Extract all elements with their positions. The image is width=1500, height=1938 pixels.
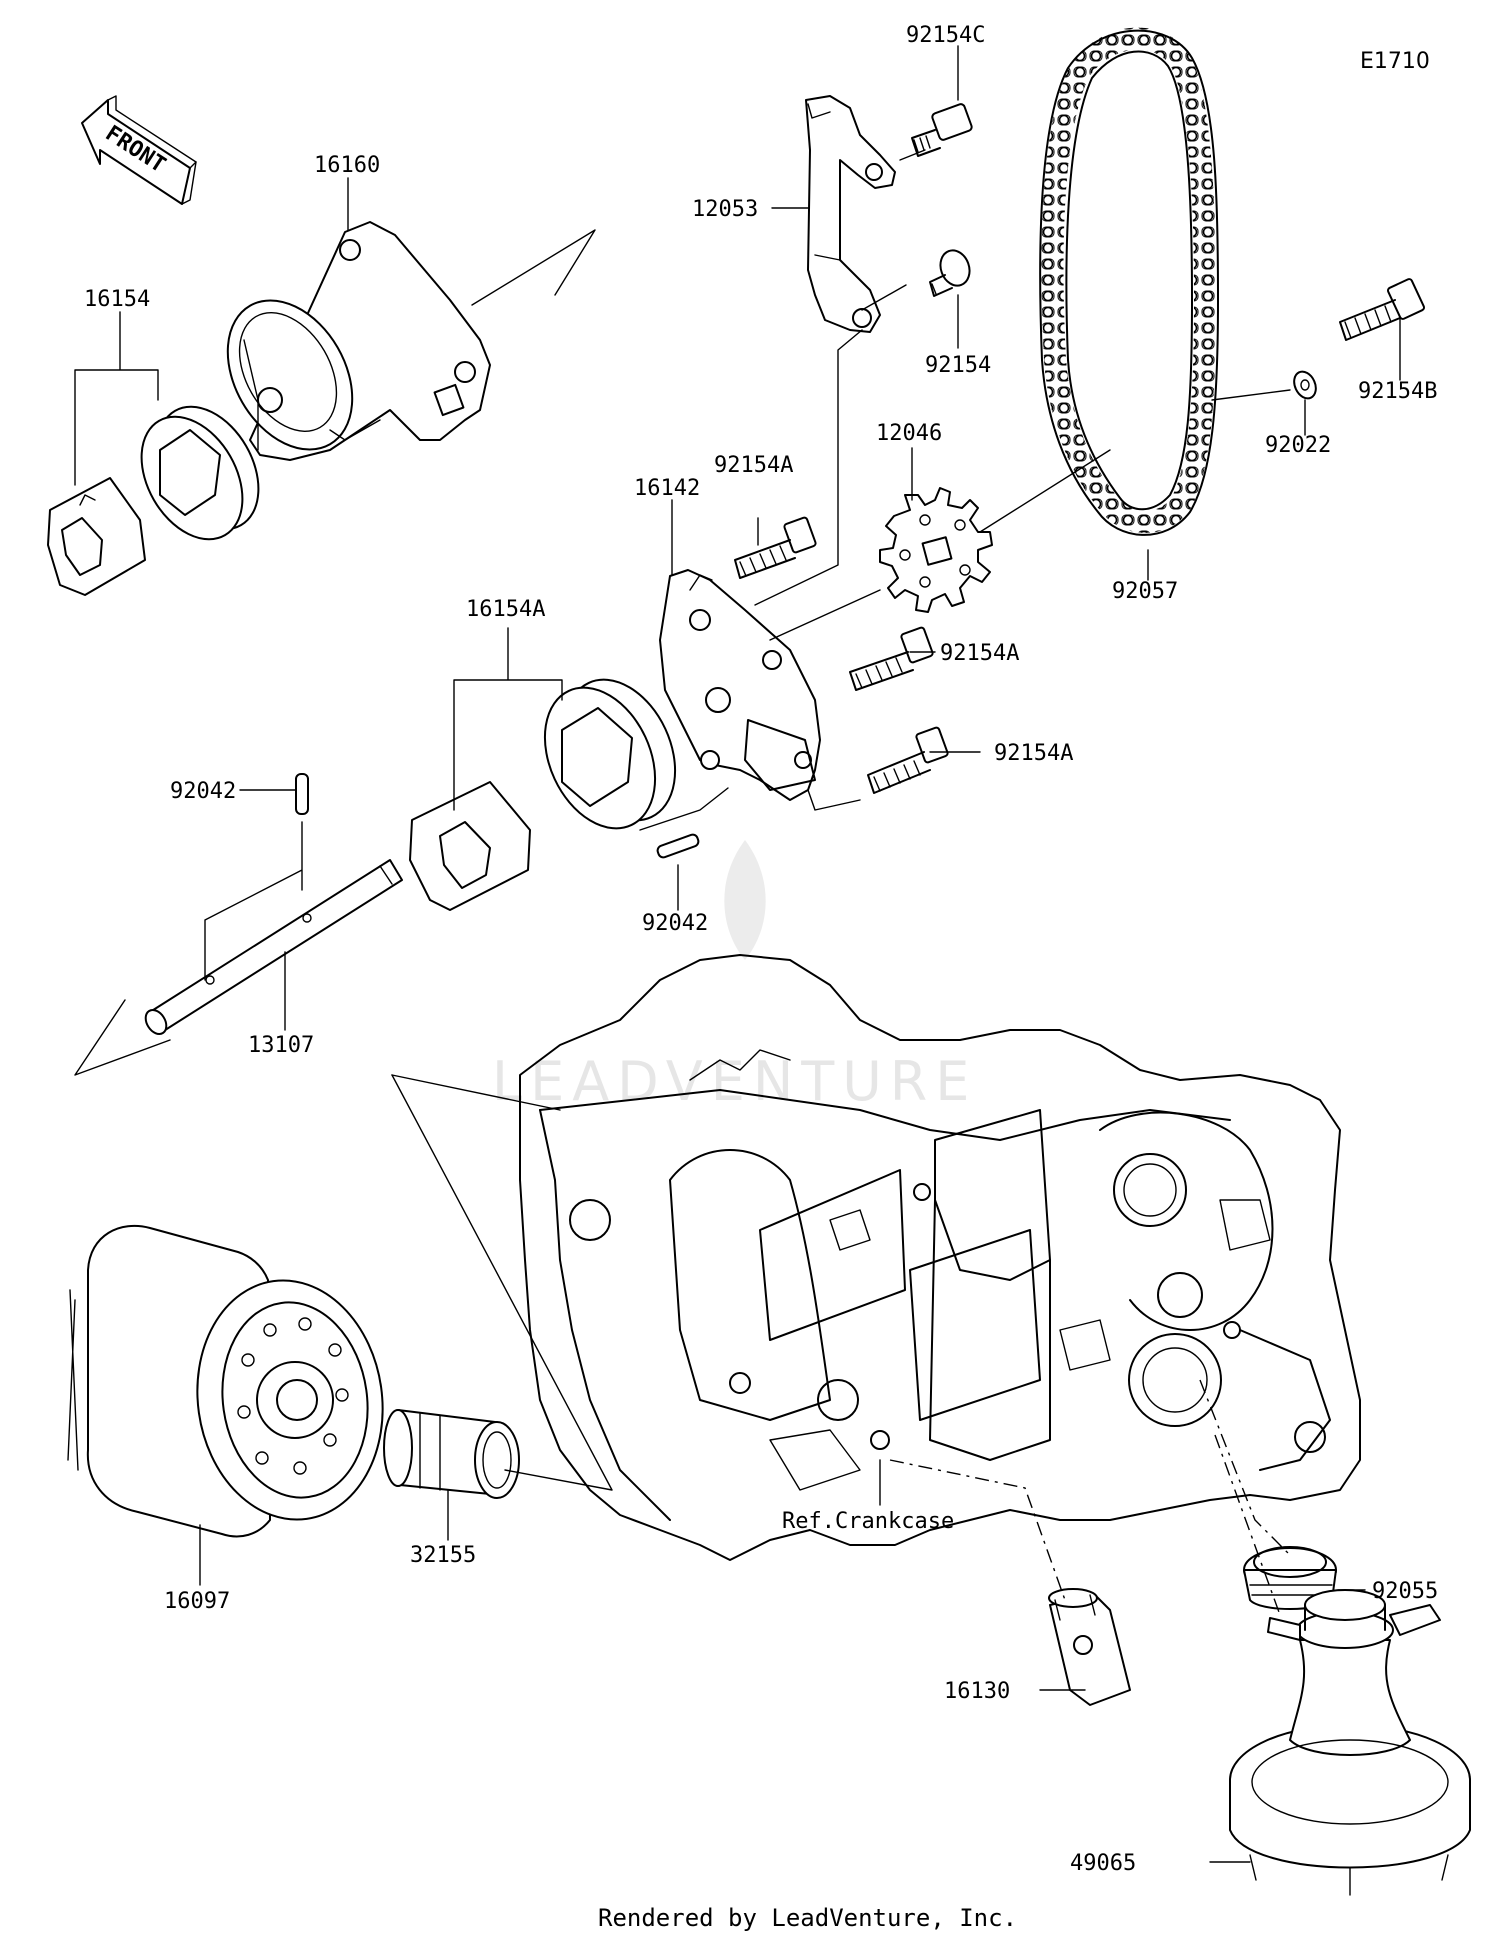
oil-pump-body bbox=[226, 221, 491, 461]
bolt-92154A-upper bbox=[734, 516, 817, 579]
pin-92042-upper bbox=[295, 773, 309, 815]
oil-strainer bbox=[1229, 1589, 1471, 1896]
watermark: LEADVENTURE bbox=[492, 840, 977, 1113]
chain-guide bbox=[805, 95, 896, 333]
oil-filter bbox=[67, 1224, 384, 1538]
label-92154: 92154 bbox=[925, 353, 991, 378]
inner-rotor-16154 bbox=[47, 477, 146, 596]
label-92154A-upper: 92154A bbox=[714, 453, 793, 478]
label-92055: 92055 bbox=[1372, 1579, 1438, 1604]
label-16160: 16160 bbox=[314, 153, 380, 178]
label-16130: 16130 bbox=[944, 1679, 1010, 1704]
bolt-92154 bbox=[929, 249, 971, 297]
label-ref-crankcase: Ref.Crankcase bbox=[782, 1509, 954, 1534]
front-label: FRONT bbox=[101, 121, 170, 178]
label-16154A: 16154A bbox=[466, 597, 545, 622]
oil-fitting bbox=[1048, 1588, 1131, 1706]
label-92154A-lower: 92154A bbox=[994, 741, 1073, 766]
outer-rotor-16154A bbox=[543, 678, 677, 830]
leader-lines bbox=[74, 45, 1401, 1863]
label-12053: 12053 bbox=[692, 197, 758, 222]
footer-credit: Rendered by LeadVenture, Inc. bbox=[598, 1904, 1017, 1932]
outer-rotor-16154 bbox=[140, 405, 260, 541]
pin-92042-lower bbox=[656, 833, 700, 859]
label-92042-lower: 92042 bbox=[642, 911, 708, 936]
diagram-code: E1710 bbox=[1360, 49, 1430, 74]
timing-chain bbox=[1039, 27, 1219, 536]
label-92022: 92022 bbox=[1265, 433, 1331, 458]
label-16097: 16097 bbox=[164, 1589, 230, 1614]
label-92154C: 92154C bbox=[906, 23, 985, 48]
pump-shaft bbox=[144, 859, 403, 1036]
oil-pump-cover bbox=[659, 569, 821, 801]
oil-filter-pipe bbox=[383, 1409, 520, 1499]
label-16154: 16154 bbox=[84, 287, 150, 312]
watermark-text: LEADVENTURE bbox=[492, 1050, 977, 1113]
inner-rotor-16154A bbox=[409, 781, 531, 911]
oil-pump-sprocket bbox=[879, 487, 993, 613]
crankcase bbox=[519, 954, 1361, 1561]
label-12046: 12046 bbox=[876, 421, 942, 446]
label-92057: 92057 bbox=[1112, 579, 1178, 604]
bolt-92154C bbox=[911, 103, 973, 157]
bolt-92154A-lower bbox=[867, 726, 949, 794]
label-16142: 16142 bbox=[634, 476, 700, 501]
label-92154A-middle: 92154A bbox=[940, 641, 1019, 666]
bolt-92154A-middle bbox=[849, 626, 934, 691]
label-32155: 32155 bbox=[410, 1543, 476, 1568]
label-92154B: 92154B bbox=[1358, 379, 1437, 404]
bolt-92154B bbox=[1339, 278, 1425, 341]
front-direction-arrow: FRONT bbox=[81, 95, 197, 205]
label-92042-upper: 92042 bbox=[170, 779, 236, 804]
label-49065: 49065 bbox=[1070, 1851, 1136, 1876]
label-13107: 13107 bbox=[248, 1033, 314, 1058]
washer-92022 bbox=[1293, 370, 1317, 400]
